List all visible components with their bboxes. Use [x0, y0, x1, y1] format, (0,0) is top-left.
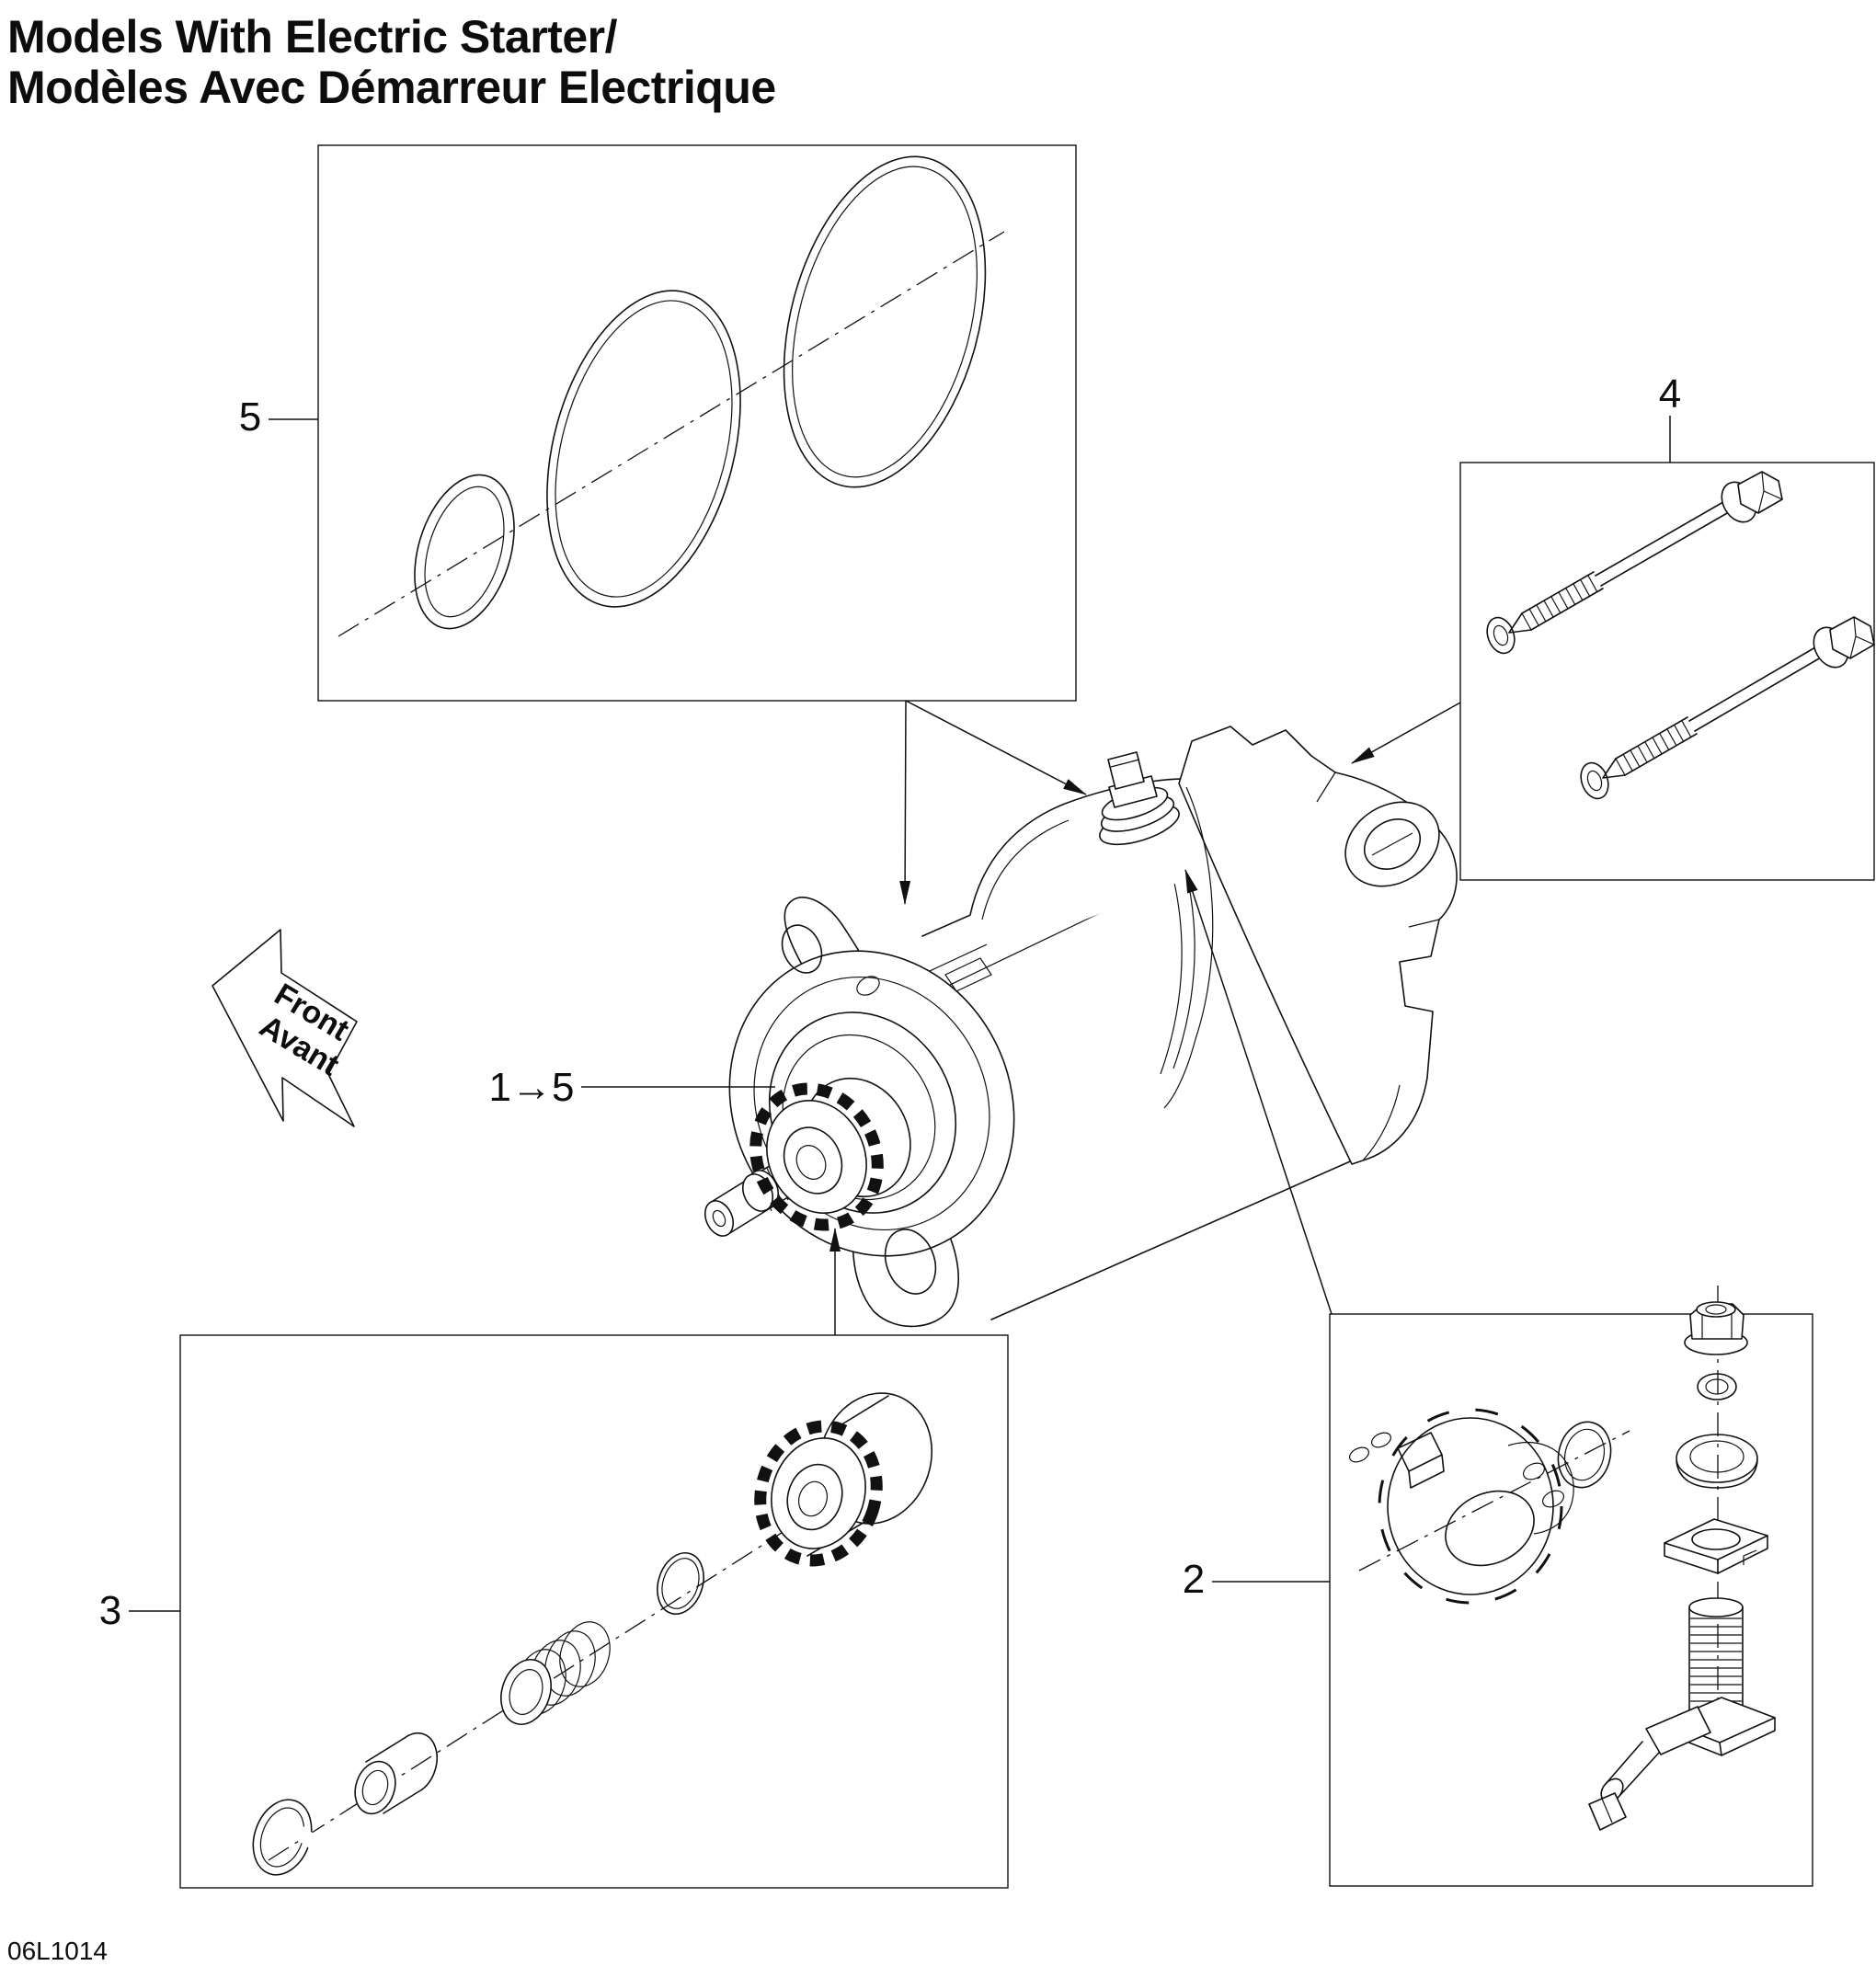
- pinion-kit-drawing: [252, 1392, 933, 1876]
- drawing-number: 06L1014: [7, 1937, 108, 1965]
- direction-arrow-outline: [212, 929, 358, 1127]
- callout-box-mounting-bolts: [1459, 462, 1875, 881]
- small-washer: [1697, 1373, 1737, 1400]
- drive-spring-collar: [500, 1621, 611, 1725]
- lock-bolt-threads: [1690, 1617, 1742, 1702]
- lock-hardware-drawing: [1349, 1286, 1776, 1831]
- callout-box-lock-hardware: [1329, 1313, 1813, 1887]
- page-title-line2: Modèles Avec Démarreur Electrique: [7, 62, 776, 113]
- lock-bolt: [1588, 1597, 1776, 1831]
- leader-lockhw-to-body: [1184, 869, 1333, 1315]
- front-direction-arrow: Front Avant: [212, 929, 358, 1127]
- rear-bracket: [1163, 726, 1458, 1165]
- page-title-line1: Models With Electric Starter/: [7, 11, 618, 63]
- callout-label-2: 2: [1183, 1557, 1205, 1602]
- oring-kit-drawing: [337, 155, 1005, 637]
- callout-box-oring-kit: [317, 144, 1077, 702]
- bolt-2-threads: [1615, 720, 1692, 776]
- drive-pinion: [704, 1077, 911, 1237]
- pinion-gear: [754, 1392, 933, 1567]
- bolt-1-threads: [1521, 575, 1598, 631]
- small-oring: [1557, 1421, 1612, 1489]
- callout-label-4: 4: [1659, 371, 1681, 417]
- cup-washer: [1676, 1434, 1758, 1489]
- front-ear-hole-bottom: [884, 1229, 937, 1295]
- thrust-washer: [657, 1552, 704, 1615]
- callout-label-1-5: 1→5: [489, 1065, 575, 1110]
- lock-tab-plate: [1349, 1408, 1574, 1605]
- leader-lines: [129, 416, 1671, 1612]
- mounting-bolts-drawing: [1486, 471, 1875, 800]
- square-retainer: [1664, 1518, 1768, 1574]
- solenoid-terminal: [1099, 751, 1180, 846]
- front-ear-hole-top: [781, 924, 823, 974]
- callout-label-3: 3: [99, 1588, 121, 1633]
- starter-motor-drawing: [704, 726, 1458, 1328]
- callout-label-5: 5: [239, 394, 261, 440]
- flange-nut: [1684, 1301, 1748, 1355]
- bolt-1: [1486, 471, 1783, 655]
- bolt-2: [1580, 616, 1875, 800]
- snap-ring: [252, 1799, 324, 1876]
- leader-oring-to-solenoid: [905, 700, 1087, 795]
- spacer-bushing: [354, 1732, 438, 1815]
- leader-oring-to-flange: [899, 700, 911, 905]
- leader-bolts-to-bracket: [1351, 702, 1461, 764]
